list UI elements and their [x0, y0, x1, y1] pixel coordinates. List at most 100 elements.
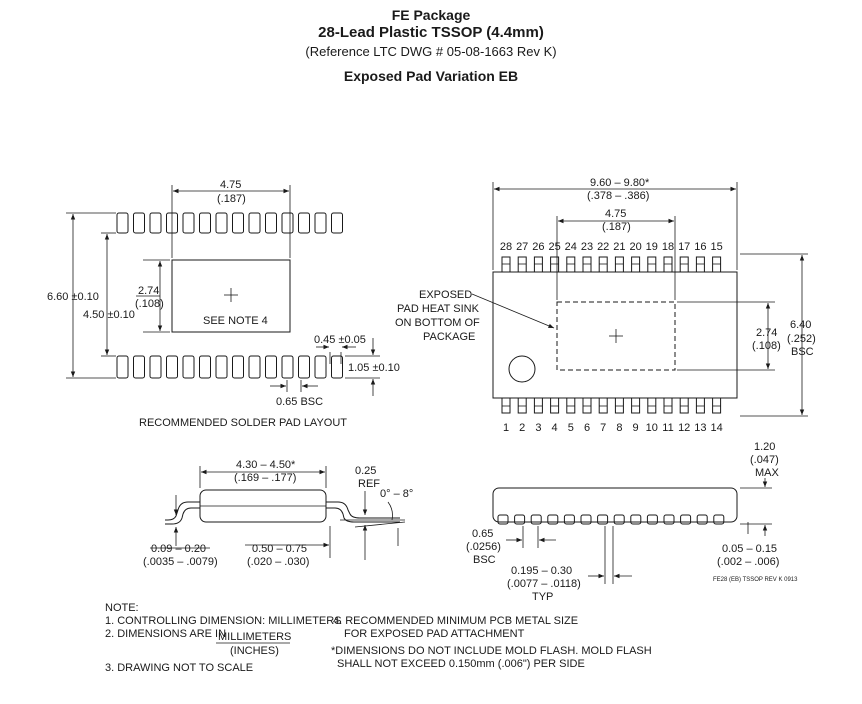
solder-pad: [232, 212, 244, 234]
side-lead: [514, 514, 526, 525]
side-lead: [663, 514, 675, 525]
side-height-in: (.047): [750, 454, 779, 466]
side-leadw-typ: TYP: [532, 591, 553, 603]
side-lead: [630, 514, 642, 525]
solder-pad: [265, 212, 277, 234]
package-lead: [631, 397, 641, 414]
package-lead: [533, 397, 543, 414]
side-lead: [713, 514, 725, 525]
pin-number-top: 23: [581, 241, 593, 253]
package-name: FE Package: [391, 7, 471, 23]
pin-number-top: 19: [646, 241, 658, 253]
note-1: 1. CONTROLLING DIMENSION: MILLIMETERS: [105, 615, 342, 627]
exposed-pad-label-1: EXPOSED: [419, 289, 472, 301]
pin-number-bottom: 10: [646, 422, 658, 434]
side-lead: [580, 514, 592, 525]
pin-number-top: 24: [565, 241, 577, 253]
side-span-in: (.169 – .177): [234, 472, 296, 484]
package-lead: [598, 256, 608, 273]
top-bodyw-mm: 6.40: [790, 319, 811, 331]
note-3: 3. DRAWING NOT TO SCALE: [105, 662, 253, 674]
top-length-in: (.378 – .386): [587, 190, 649, 202]
package-lead: [614, 397, 624, 414]
side-lead: [696, 514, 708, 525]
side-ref-label: REF: [358, 478, 380, 490]
pin-number-bottom: 12: [678, 422, 690, 434]
pin-number-bottom: 3: [535, 422, 541, 434]
side-lead: [547, 514, 559, 525]
solder-pad: [116, 212, 129, 234]
side-thickness-in: (.0035 – .0079): [143, 556, 218, 568]
side-height-max: MAX: [755, 467, 780, 479]
solder-width-in: (.187): [217, 193, 246, 205]
side-gauge-plane: [354, 521, 406, 528]
side-foot-in: (.020 – .030): [247, 556, 309, 568]
package-lead: [712, 397, 722, 414]
package-lead: [501, 397, 511, 414]
exposed-pad-label-3: ON BOTTOM OF: [395, 317, 480, 329]
side-view-leads: [497, 514, 725, 525]
solder-pad: [149, 355, 162, 379]
package-lead: [663, 397, 673, 414]
side-leadw-in: (.0077 – .0118): [507, 578, 581, 590]
side-span-mm: 4.30 – 4.50*: [236, 459, 296, 471]
pin-number-top: 17: [678, 241, 690, 253]
side-lead: [646, 514, 658, 525]
side-lead: [497, 514, 509, 525]
package-lead: [501, 256, 511, 273]
package-lead: [533, 256, 543, 273]
solder-pad-in: (.108): [135, 298, 164, 310]
side-lead-left-bottom: [165, 507, 200, 525]
pin-number-top: 18: [662, 241, 674, 253]
solder-inner-height: 4.50 ±0.10: [83, 309, 135, 321]
side-angle: 0° – 8°: [380, 488, 413, 500]
note-4-line1: 4. RECOMMENDED MINIMUM PCB METAL SIZE: [333, 615, 578, 627]
top-padh-mm: 2.74: [756, 327, 777, 339]
package-lead: [550, 397, 560, 414]
solder-pad: [232, 355, 244, 379]
solder-pad: [281, 212, 294, 234]
package-lead: [517, 397, 527, 414]
notes-heading: NOTE:: [105, 602, 139, 614]
pin-number-top: 16: [694, 241, 706, 253]
solder-pad: [116, 355, 129, 379]
solder-pad-note: SEE NOTE 4: [203, 315, 268, 327]
package-lead: [631, 256, 641, 273]
side-lead-right-bottom: [326, 507, 400, 523]
solder-pad: [133, 212, 145, 234]
solder-outer-height: 6.60 ±0.10: [47, 291, 99, 303]
side-lead: [563, 514, 575, 525]
note-4-line2: FOR EXPOSED PAD ATTACHMENT: [344, 628, 525, 640]
note-5-line1: *DIMENSIONS DO NOT INCLUDE MOLD FLASH. M…: [331, 645, 652, 657]
package-lead: [679, 256, 689, 273]
side-lead-right-top: [326, 501, 400, 519]
solder-pad: [298, 355, 310, 379]
package-lead: [517, 256, 527, 273]
pin-number-top: 21: [613, 241, 625, 253]
solder-pad: [149, 212, 162, 234]
drawing-code: FE28 (EB) TSSOP REV K 0913: [713, 577, 798, 583]
note-5-line2: SHALL NOT EXCEED 0.150mm (.006") PER SID…: [337, 658, 585, 670]
solder-pad: [182, 212, 195, 234]
package-lead: [550, 256, 560, 273]
pin-number-bottom: 6: [584, 422, 590, 434]
package-type: 28-Lead Plastic TSSOP (4.4mm): [318, 24, 544, 41]
exposed-pad-outline: [556, 301, 676, 371]
solder-pad: [314, 355, 327, 379]
top-bodyw-in: (.252): [787, 333, 816, 345]
solder-pad: [298, 212, 310, 234]
solder-pad-mm: 2.74: [138, 285, 159, 297]
solder-exposed-pad: [171, 259, 291, 333]
top-length-mm: 9.60 – 9.80*: [590, 177, 650, 189]
solder-pad: [166, 355, 178, 379]
package-lead: [679, 397, 689, 414]
solder-pad: [215, 355, 228, 379]
pin-number-bottom: 2: [519, 422, 525, 434]
side-standoff-mm: 0.05 – 0.15: [722, 543, 777, 555]
package-lead: [712, 256, 722, 273]
solder-width-mm: 4.75: [220, 179, 241, 191]
solder-pad: [215, 212, 228, 234]
